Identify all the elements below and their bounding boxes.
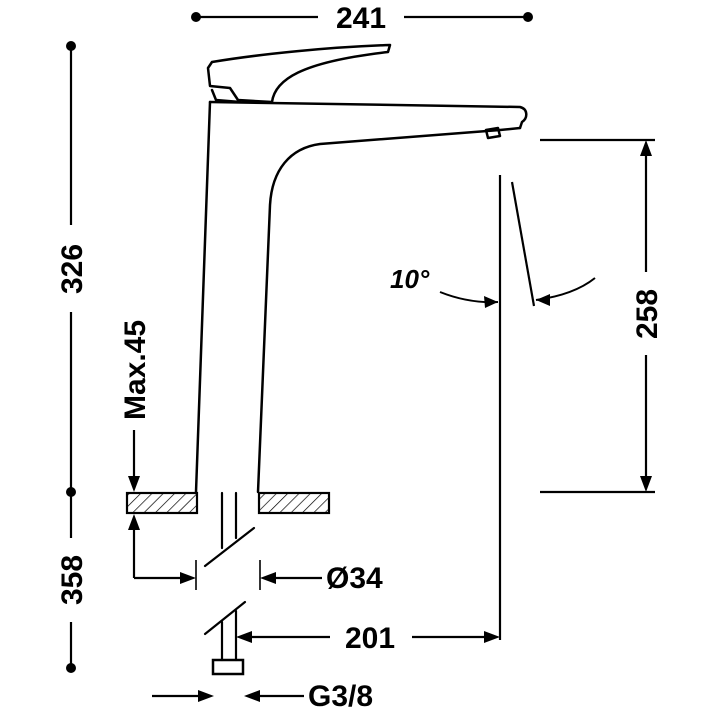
dim-below-deck <box>66 492 76 673</box>
break-line-lower <box>203 600 247 636</box>
angle-label: 10° <box>390 264 430 294</box>
water-flow-lines <box>498 175 536 640</box>
deck-right <box>257 491 331 515</box>
connection-label: G3/8 <box>308 680 373 713</box>
dim-connection <box>152 690 304 702</box>
flow-angled <box>510 181 536 307</box>
faucet-outline <box>194 43 528 494</box>
break-line-upper <box>203 526 256 568</box>
dim-overall-width <box>191 12 533 22</box>
max-thickness-label: Max.45 <box>119 320 152 420</box>
dim-spout-reach <box>236 631 500 643</box>
spout-height-label: 258 <box>631 289 664 339</box>
hole-diameter-label: Ø34 <box>326 562 383 595</box>
spout-reach-label: 201 <box>345 622 395 655</box>
deck-section <box>125 491 331 515</box>
dim-max-thickness <box>128 430 140 578</box>
aerator <box>484 126 502 140</box>
lever-handle <box>206 43 392 104</box>
spout-underside <box>256 126 522 494</box>
supply-pipe <box>203 491 256 676</box>
deck-left <box>125 491 199 515</box>
connector-nut <box>211 658 245 676</box>
angle-indicator <box>439 277 596 308</box>
spout-top <box>208 100 528 130</box>
dim-hole-diameter <box>134 560 322 590</box>
dim-spout-height <box>540 138 655 494</box>
overall-width-label: 241 <box>336 2 386 35</box>
overall-height-label: 326 <box>56 244 89 294</box>
below-deck-label: 358 <box>56 555 89 605</box>
dim-overall-height <box>66 41 76 497</box>
body-front-edge <box>194 100 212 494</box>
